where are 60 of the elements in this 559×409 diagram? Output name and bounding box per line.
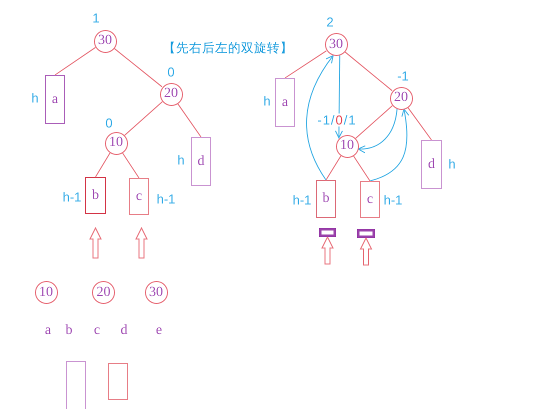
tree-edge <box>177 102 202 138</box>
balance-label: -1 <box>397 70 409 82</box>
balance-label: -1/0/1 <box>317 114 357 126</box>
letter-label: b <box>66 324 72 338</box>
height-label: h-1 <box>384 194 402 206</box>
subtree-box: c <box>360 181 380 218</box>
node-circle: 30 <box>144 281 168 304</box>
subtree-box: c <box>129 178 149 215</box>
height-label: h-1 <box>156 192 176 206</box>
tree-edge <box>122 152 140 178</box>
balance-label: 2 <box>326 16 334 28</box>
height-label: h <box>448 158 456 170</box>
height-label: h <box>263 94 271 108</box>
subtree-box: b <box>85 177 106 214</box>
block-arrow <box>135 226 148 258</box>
letter-label: d <box>120 324 128 338</box>
subtree-box: d <box>421 140 442 189</box>
node-circle: 30 <box>324 33 348 56</box>
block-arrow <box>89 226 102 258</box>
block-arrow <box>360 236 372 266</box>
small-box <box>319 228 336 237</box>
tree-edge <box>284 50 327 78</box>
tree-edge <box>352 155 370 182</box>
node-circle: 10 <box>34 281 58 304</box>
height-label: h-1 <box>292 194 312 206</box>
balance-label: 0 <box>167 66 175 78</box>
tree-edge <box>407 106 432 140</box>
tree-edge <box>326 155 342 180</box>
height-label: h-1 <box>62 190 82 204</box>
tree-edge <box>344 51 393 92</box>
letter-label: a <box>44 324 52 338</box>
node-circle: 20 <box>160 82 182 106</box>
tree-edge <box>54 46 96 76</box>
balance-label: 0 <box>105 116 113 130</box>
subtree-box: a <box>275 78 295 127</box>
title: 【先右后左的双旋转】 <box>163 42 293 55</box>
subtree-box: a <box>45 75 65 124</box>
height-label: h <box>177 154 185 166</box>
arrow <box>306 55 334 180</box>
arrow <box>370 108 410 182</box>
tree-edge <box>355 105 393 139</box>
empty-box <box>108 363 128 400</box>
subtree-box: b <box>316 180 336 218</box>
subtree-box: d <box>191 137 211 186</box>
small-box <box>357 229 375 238</box>
block-arrow <box>321 236 334 264</box>
empty-box <box>66 361 86 409</box>
node-circle: 20 <box>92 281 115 304</box>
node-circle: 30 <box>94 30 116 52</box>
letter-label: e <box>156 324 162 338</box>
height-label: h <box>31 92 39 104</box>
balance-label: 1 <box>92 12 100 24</box>
tree-edge <box>113 48 163 88</box>
tree-edge <box>124 101 163 136</box>
arrow <box>358 108 398 153</box>
tree-edge <box>95 152 111 178</box>
node-circle: 10 <box>104 132 128 154</box>
node-circle: 10 <box>336 134 358 158</box>
node-circle: 20 <box>390 86 412 110</box>
letter-label: c <box>94 324 100 338</box>
